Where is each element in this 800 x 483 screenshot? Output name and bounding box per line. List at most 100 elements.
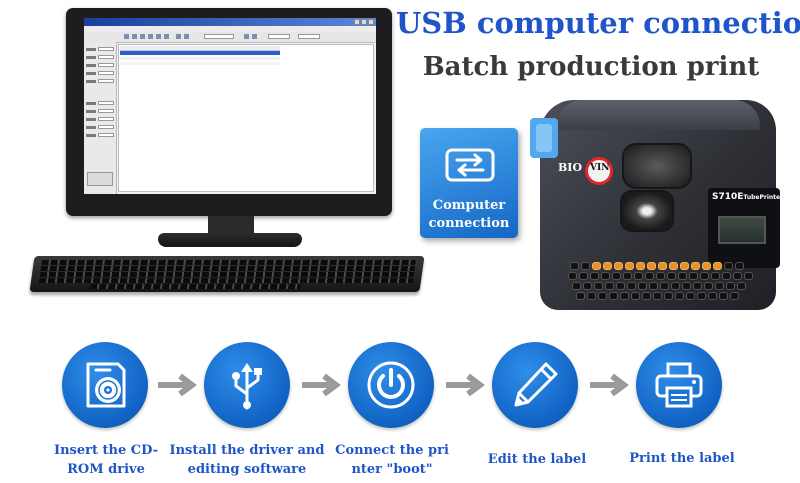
printer-key — [625, 262, 634, 270]
printer-key — [730, 292, 739, 300]
properties-panel — [84, 42, 117, 194]
printer-key — [724, 262, 733, 270]
printer-key — [680, 262, 689, 270]
printer-key — [658, 262, 667, 270]
printer-key — [704, 282, 713, 290]
monitor-neck — [208, 216, 254, 236]
printer-key — [702, 262, 711, 270]
printer-key — [579, 272, 588, 280]
printer-key — [583, 282, 592, 290]
printer-key — [675, 292, 684, 300]
step-insert-cd-circle — [62, 342, 148, 428]
printer-lid — [556, 100, 760, 130]
printer-key — [587, 292, 596, 300]
printer-key — [614, 262, 623, 270]
toolbar-icon — [124, 34, 129, 39]
printer-key — [590, 272, 599, 280]
cd-rom-icon — [86, 362, 126, 408]
printer-key — [638, 282, 647, 290]
printer-key — [733, 272, 742, 280]
monitor-screen — [84, 18, 376, 194]
toolbar-icon — [244, 34, 249, 39]
printer-key — [667, 272, 676, 280]
printer-key — [691, 262, 700, 270]
maximize-icon — [361, 19, 367, 25]
printer-key — [631, 292, 640, 300]
printer-key — [636, 262, 645, 270]
printer-key — [726, 282, 735, 290]
printer-key — [570, 262, 579, 270]
toolbar-icon — [184, 34, 189, 39]
printer-key — [642, 292, 651, 300]
toolbar-icon — [176, 34, 181, 39]
printer-model-label: S710ETubePrinter — [712, 192, 784, 202]
toolbar-icon — [140, 34, 145, 39]
printer-key — [620, 292, 629, 300]
printer-key — [598, 292, 607, 300]
printer-key — [686, 292, 695, 300]
printer-key — [605, 282, 614, 290]
computer-connection-label: Computer connection — [428, 198, 510, 231]
printer-key — [653, 292, 662, 300]
list-item — [120, 62, 280, 65]
printer-ribbon-window — [620, 190, 674, 232]
toolbar-icon — [164, 34, 169, 39]
window-toolbar — [84, 32, 376, 43]
printer-key — [656, 272, 665, 280]
printer-key — [647, 262, 656, 270]
printer-key — [603, 262, 612, 270]
printer-key — [744, 272, 753, 280]
printer-key — [722, 272, 731, 280]
printer-key — [634, 272, 643, 280]
pencil-icon — [514, 362, 558, 407]
toolbar-dropdown — [204, 34, 234, 39]
computer-connection-card — [420, 128, 518, 238]
printer-key — [601, 272, 610, 280]
printer-key — [609, 292, 618, 300]
minimize-icon — [354, 19, 360, 25]
printer-key — [719, 292, 728, 300]
printer-key — [735, 262, 744, 270]
step-install-driver-circle — [204, 342, 290, 428]
printer-key — [682, 282, 691, 290]
printer-key — [572, 282, 581, 290]
toolbar-icon — [156, 34, 161, 39]
printer-key — [612, 272, 621, 280]
label-list-area — [118, 44, 374, 192]
printer-key — [713, 262, 722, 270]
step-label-print-label: Print the label — [629, 451, 735, 466]
step-print-label-circle — [636, 342, 722, 428]
step-label-connect-printer: Connect the pri nter "boot" — [335, 443, 449, 477]
printer-key — [689, 272, 698, 280]
printer-keypad — [566, 262, 756, 306]
printer-icon — [655, 362, 703, 408]
close-icon — [368, 19, 374, 25]
printer-key — [627, 282, 636, 290]
list-item — [120, 57, 280, 60]
step-label-insert-cd: Insert the CD- ROM drive — [53, 443, 158, 477]
printer-key — [568, 272, 577, 280]
printer-key — [649, 282, 658, 290]
arrow-right-icon — [302, 373, 341, 397]
arrow-right-icon — [590, 373, 629, 397]
printer-key — [678, 272, 687, 280]
monitor-stand — [158, 233, 302, 247]
toolbar-dropdown — [298, 34, 320, 39]
computer-keyboard — [29, 256, 425, 292]
usb-icon — [232, 363, 262, 410]
printer-key — [737, 282, 746, 290]
headline-batch-print: Batch production print — [422, 52, 760, 82]
printer-viewing-window — [622, 143, 692, 189]
printer-key — [669, 262, 678, 270]
printer-lcd-display — [718, 216, 766, 244]
printer-brand-mark: VIN — [590, 163, 610, 173]
toolbar-icon — [132, 34, 137, 39]
window-title-bar — [84, 18, 376, 26]
printer-key — [594, 282, 603, 290]
printer-key — [623, 272, 632, 280]
printer-key — [592, 262, 601, 270]
printer-key — [697, 292, 706, 300]
brand-logo-icon — [585, 157, 613, 185]
toolbar-icon — [252, 34, 257, 39]
preview-box — [87, 172, 113, 186]
